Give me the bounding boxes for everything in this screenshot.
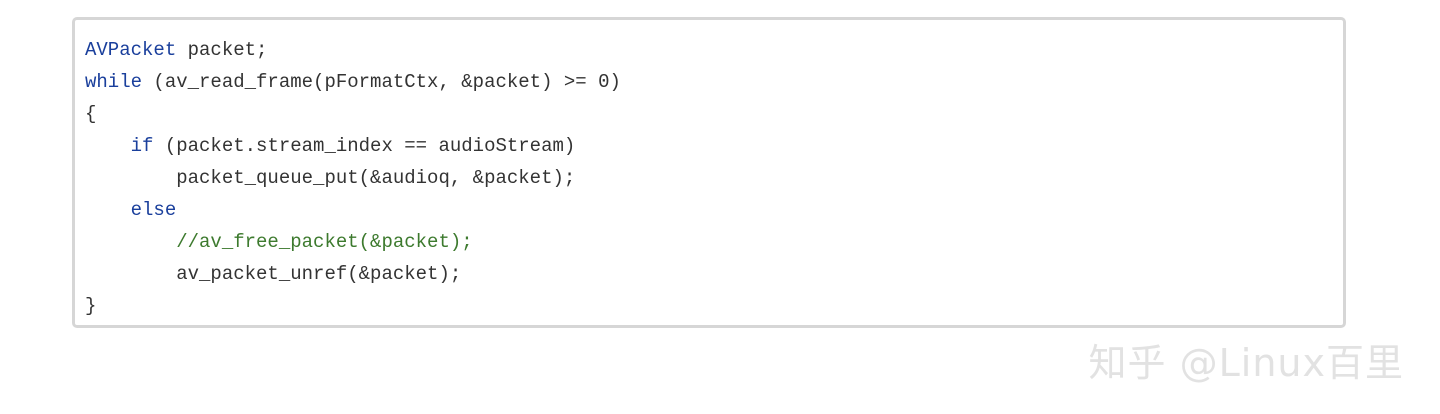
code-line-6: else xyxy=(85,194,1333,226)
keyword-token: while xyxy=(85,71,143,93)
code-line-3: { xyxy=(85,98,1333,130)
keyword-token: AVPacket xyxy=(85,39,177,61)
code-indent xyxy=(85,135,131,157)
comment-token: //av_free_packet(&packet); xyxy=(176,231,473,253)
code-token: { xyxy=(85,103,97,125)
code-line-2: while (av_read_frame(pFormatCtx, &packet… xyxy=(85,66,1333,98)
code-token: } xyxy=(85,295,97,317)
code-indent xyxy=(85,231,176,253)
code-indent xyxy=(85,199,131,221)
code-line-8: av_packet_unref(&packet); xyxy=(85,258,1333,290)
code-line-7: //av_free_packet(&packet); xyxy=(85,226,1333,258)
code-token: packet_queue_put(&audioq, &packet); xyxy=(176,167,576,189)
code-line-5: packet_queue_put(&audioq, &packet); xyxy=(85,162,1333,194)
code-line-9: } xyxy=(85,290,1333,322)
code-indent xyxy=(85,167,176,189)
keyword-token: if xyxy=(130,135,154,157)
code-token: (packet.stream_index == audioStream) xyxy=(153,135,576,157)
code-indent xyxy=(85,263,176,285)
code-token: packet; xyxy=(176,39,268,61)
code-token: av_packet_unref(&packet); xyxy=(176,263,462,285)
code-line-4: if (packet.stream_index == audioStream) xyxy=(85,130,1333,162)
code-block[interactable]: AVPacket packet; while (av_read_frame(pF… xyxy=(72,17,1346,328)
keyword-token: else xyxy=(130,199,177,221)
code-line-1: AVPacket packet; xyxy=(85,34,1333,66)
zhihu-watermark: 知乎 @Linux百里 xyxy=(1088,341,1404,385)
code-token: (av_read_frame(pFormatCtx, &packet) >= 0… xyxy=(142,71,621,93)
